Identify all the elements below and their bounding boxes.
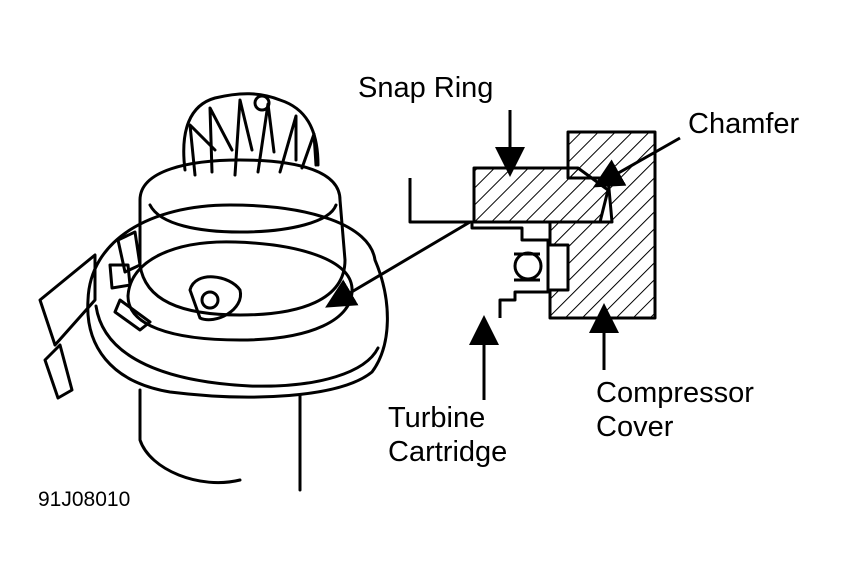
leader-lines xyxy=(325,110,681,400)
turbine-cartridge-label-line1: Turbine xyxy=(388,402,486,434)
figure-code: 91J08010 xyxy=(38,488,131,511)
compressor-cover-label-line2: Cover xyxy=(596,411,674,443)
assembly-pointer-line xyxy=(325,220,471,308)
turbocharger-assembly xyxy=(38,92,389,492)
turbine-cartridge-section xyxy=(408,178,550,318)
snap-ring-section xyxy=(472,166,610,224)
compressor-cover-label-line1: Compressor xyxy=(596,377,754,409)
chamfer-arrow xyxy=(592,136,681,188)
snap-ring-label: Snap Ring xyxy=(358,72,494,104)
chamfer-label: Chamfer xyxy=(688,108,800,140)
bearing-ball xyxy=(513,251,543,281)
turbine-cartridge-label-line2: Cartridge xyxy=(388,436,508,468)
cross-section-detail xyxy=(408,130,657,320)
